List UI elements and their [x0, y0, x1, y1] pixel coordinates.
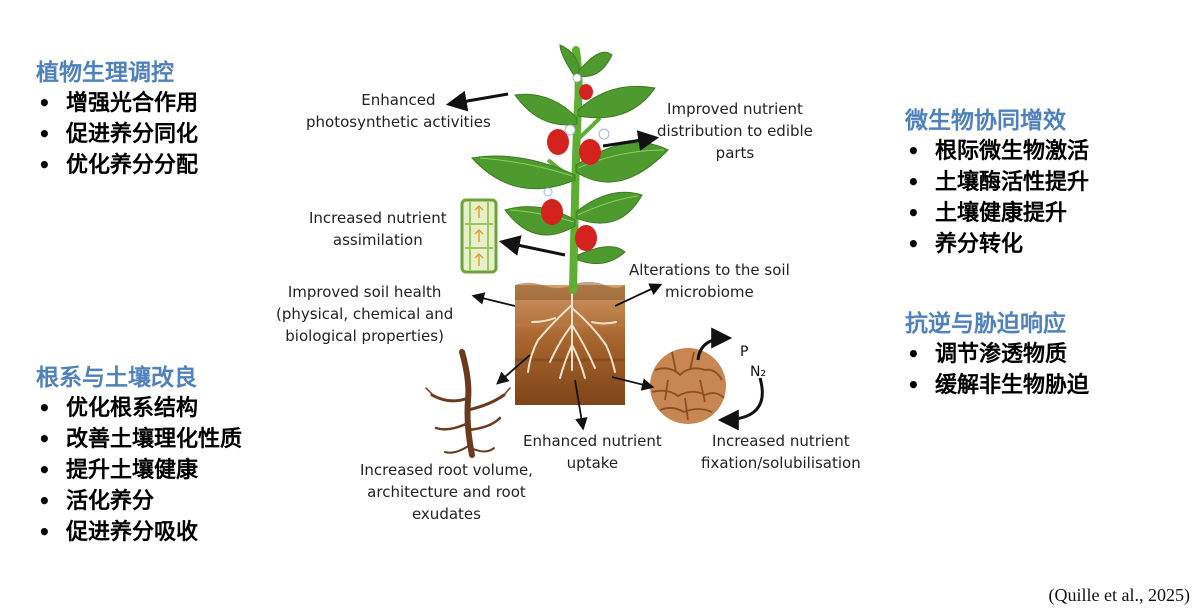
list-item: 促进养分吸收	[36, 517, 242, 548]
list-item: 增强光合作用	[36, 88, 198, 119]
pointer-arrows-thin	[471, 283, 663, 431]
list-item: 土壤酶活性提升	[905, 167, 1089, 198]
root-illustration	[425, 349, 511, 458]
cycle-arrow	[696, 327, 733, 361]
nutrient-p: P	[740, 344, 748, 360]
section-title: 抗逆与胁迫响应	[905, 311, 1066, 337]
label-soil-health: Improved soil health (physical, chemical…	[276, 283, 454, 345]
stress-response-section: 抗逆与胁迫响应 调节渗透物质 缓解非生物胁迫	[905, 309, 1089, 401]
stem-cell-column	[460, 198, 498, 274]
section-title: 植物生理调控	[36, 60, 174, 86]
list-item: 活化养分	[36, 486, 242, 517]
section-title: 根系与土壤改良	[36, 365, 197, 391]
soil-block	[515, 281, 625, 405]
list-item: 促进养分同化	[36, 119, 198, 150]
label-uptake: Enhanced nutrient uptake	[523, 432, 662, 472]
bullet-list: 优化根系结构 改善土壤理化性质 提升土壤健康 活化养分 促进养分吸收	[36, 393, 242, 548]
section-title: 微生物协同增效	[905, 108, 1066, 134]
citation: (Quille et al., 2025)	[1048, 585, 1190, 605]
roots-in-soil	[527, 289, 617, 379]
cycle-arrow	[717, 377, 764, 431]
label-microbiome: Alterations to the soil microbiome	[629, 261, 790, 301]
soil-aggregate	[650, 348, 726, 424]
list-item: 优化养分分配	[36, 150, 198, 181]
list-item: 优化根系结构	[36, 393, 242, 424]
root-soil-section: 根系与土壤改良 优化根系结构 改善土壤理化性质 提升土壤健康 活化养分 促进养分…	[36, 363, 242, 548]
list-item: 改善土壤理化性质	[36, 424, 242, 455]
list-item: 土壤健康提升	[905, 198, 1089, 229]
branch	[575, 116, 602, 142]
label-assimilation: Increased nutrient assimilation	[309, 209, 447, 249]
list-item: 根际微生物激活	[905, 136, 1089, 167]
microbial-section: 微生物协同增效 根际微生物激活 土壤酶活性提升 土壤健康提升 养分转化	[905, 106, 1089, 260]
list-item: 缓解非生物胁迫	[905, 370, 1089, 401]
list-item: 提升土壤健康	[36, 455, 242, 486]
leaves	[471, 44, 669, 265]
label-fixation: Increased nutrient fixation/solubilisati…	[701, 432, 861, 472]
white-flowers	[543, 73, 610, 197]
label-distribution: Improved nutrient distribution to edible…	[657, 100, 813, 162]
label-root-volume: Increased root volume, architecture and …	[360, 461, 533, 523]
red-peppers	[541, 84, 601, 251]
bullet-list: 增强光合作用 促进养分同化 优化养分分配	[36, 88, 198, 181]
label-photosynthesis: Enhanced photosynthetic activities	[306, 91, 491, 131]
plant-physiology-section: 植物生理调控 增强光合作用 促进养分同化 优化养分分配	[36, 58, 198, 181]
bullet-list: 根际微生物激活 土壤酶活性提升 土壤健康提升 养分转化	[905, 136, 1089, 260]
pointer-arrows	[445, 90, 660, 257]
bullet-list: 调节渗透物质 缓解非生物胁迫	[905, 339, 1089, 401]
nutrient-n2: N₂	[750, 364, 766, 380]
list-item: 调节渗透物质	[905, 339, 1089, 370]
list-item: 养分转化	[905, 229, 1089, 260]
